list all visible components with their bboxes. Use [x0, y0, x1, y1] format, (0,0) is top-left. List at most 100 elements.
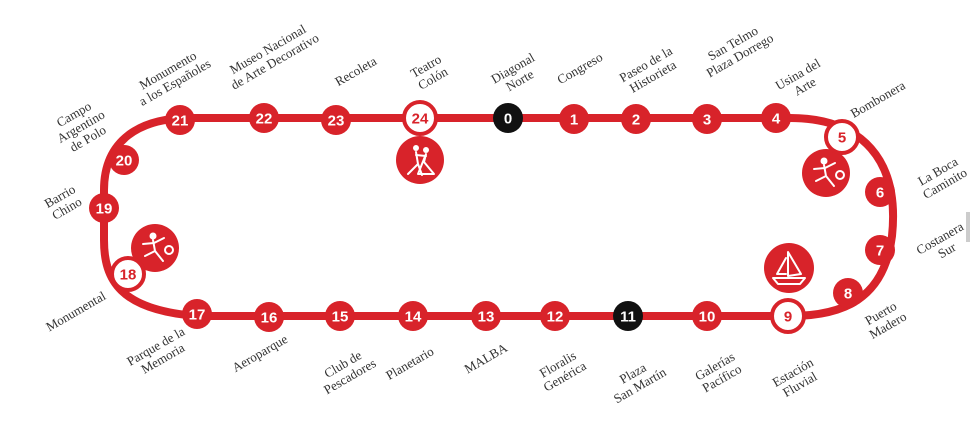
- stop-number: 22: [256, 111, 273, 128]
- stop-marker: [692, 301, 722, 331]
- stop-5[interactable]: 5: [824, 119, 860, 155]
- stop-marker: [254, 302, 284, 332]
- stop-marker: [398, 301, 428, 331]
- stop-label-6: La BocaCaminito: [913, 153, 969, 202]
- stop-marker: [321, 105, 351, 135]
- stop-23[interactable]: 23: [321, 105, 351, 135]
- stop-marker: [770, 298, 806, 334]
- stop-label-22: Museo Nacionalde Arte Decorativo: [221, 18, 321, 93]
- stop-number: 10: [699, 309, 716, 326]
- stop-label-4: Usina delArte: [773, 55, 831, 105]
- stop-22[interactable]: 22: [249, 103, 279, 133]
- soccer-player-icon: [131, 224, 179, 272]
- stop-number: 7: [876, 243, 884, 260]
- stop-18[interactable]: 18: [110, 256, 146, 292]
- stop-marker: [621, 104, 651, 134]
- stop-number: 8: [844, 286, 852, 303]
- stop-24[interactable]: 24: [402, 100, 438, 136]
- stop-11[interactable]: 11: [613, 301, 643, 331]
- stop-label-10: GaleríasPacífico: [692, 349, 744, 396]
- stop-marker: [865, 177, 895, 207]
- stop-marker: [325, 301, 355, 331]
- stop-marker: [865, 235, 895, 265]
- stop-marker: [402, 100, 438, 136]
- sailboat-icon: [764, 243, 814, 293]
- stop-number: 0: [504, 111, 512, 128]
- tango-dancers-icon: [396, 136, 444, 184]
- stop-marker: [493, 103, 523, 133]
- stop-2[interactable]: 2: [621, 104, 651, 134]
- stop-label-11: PlazaSan Martín: [604, 352, 669, 406]
- stop-number: 21: [172, 113, 189, 130]
- stop-marker: [109, 145, 139, 175]
- stop-13[interactable]: 13: [471, 301, 501, 331]
- stop-12[interactable]: 12: [540, 301, 570, 331]
- stop-number: 19: [96, 201, 113, 218]
- stop-label-23: Recoleta: [332, 53, 379, 89]
- stop-number: 20: [116, 153, 133, 170]
- stop-label-3: San TelmoPlaza Dorrego: [697, 18, 776, 80]
- stop-marker: [89, 193, 119, 223]
- stop-number: 1: [570, 112, 578, 129]
- stop-7[interactable]: 7: [865, 235, 895, 265]
- stop-number: 4: [772, 111, 781, 128]
- stop-label-18: Monumental: [43, 288, 108, 334]
- stop-14[interactable]: 14: [398, 301, 428, 331]
- stop-20[interactable]: 20: [109, 145, 139, 175]
- stop-label-5: Bombonera: [848, 77, 908, 120]
- stop-marker: [824, 119, 860, 155]
- stop-marker: [165, 105, 195, 135]
- stop-label-1: Congreso: [554, 49, 605, 87]
- stop-marker: [182, 299, 212, 329]
- stop-number: 24: [412, 111, 429, 128]
- stop-10[interactable]: 10: [692, 301, 722, 331]
- stop-label-15: Club dePescadores: [314, 343, 379, 397]
- stop-marker: [559, 104, 589, 134]
- stop-3[interactable]: 3: [692, 104, 722, 134]
- stop-marker: [833, 278, 863, 308]
- stop-21[interactable]: 21: [165, 105, 195, 135]
- stop-label-12: FloralisGenérica: [534, 346, 589, 395]
- stop-number: 23: [328, 113, 345, 130]
- stop-8[interactable]: 8: [833, 278, 863, 308]
- stop-marker: [692, 104, 722, 134]
- stop-4[interactable]: 4: [761, 103, 791, 133]
- stop-number: 17: [189, 307, 206, 324]
- stop-number: 15: [332, 309, 349, 326]
- stop-number: 9: [784, 309, 792, 326]
- stop-label-8: PuertoMadero: [859, 296, 909, 341]
- stop-9[interactable]: 9: [770, 298, 806, 334]
- stop-0[interactable]: 0: [493, 103, 523, 133]
- stop-number: 12: [547, 309, 564, 326]
- stop-marker: [110, 256, 146, 292]
- stop-number: 6: [876, 185, 884, 202]
- stop-label-17: Parque de laMemoria: [124, 323, 194, 380]
- stop-15[interactable]: 15: [325, 301, 355, 331]
- stop-label-14: Planetario: [383, 343, 436, 382]
- stop-number: 3: [703, 112, 711, 129]
- stop-marker: [540, 301, 570, 331]
- stop-19[interactable]: 19: [89, 193, 119, 223]
- stop-number: 11: [620, 309, 636, 326]
- stop-number: 13: [478, 309, 495, 326]
- stop-17[interactable]: 17: [182, 299, 212, 329]
- stop-1[interactable]: 1: [559, 104, 589, 134]
- soccer-player-icon: [802, 149, 850, 197]
- stop-label-13: MALBA: [462, 340, 511, 377]
- stop-label-21: Monumentoa los Españoles: [129, 44, 213, 109]
- stop-label-2: Paseo de laHistorieta: [617, 43, 682, 97]
- stop-marker: [249, 103, 279, 133]
- stop-label-19: BarrioChino: [42, 181, 85, 223]
- stop-6[interactable]: 6: [865, 177, 895, 207]
- attraction-icons-group: [131, 136, 850, 293]
- stop-number: 16: [261, 310, 278, 327]
- stop-16[interactable]: 16: [254, 302, 284, 332]
- stop-label-7: CostaneraSur: [913, 218, 970, 269]
- stop-number: 5: [838, 130, 846, 147]
- page-edge-tab: [966, 212, 970, 242]
- stop-marker: [613, 301, 643, 331]
